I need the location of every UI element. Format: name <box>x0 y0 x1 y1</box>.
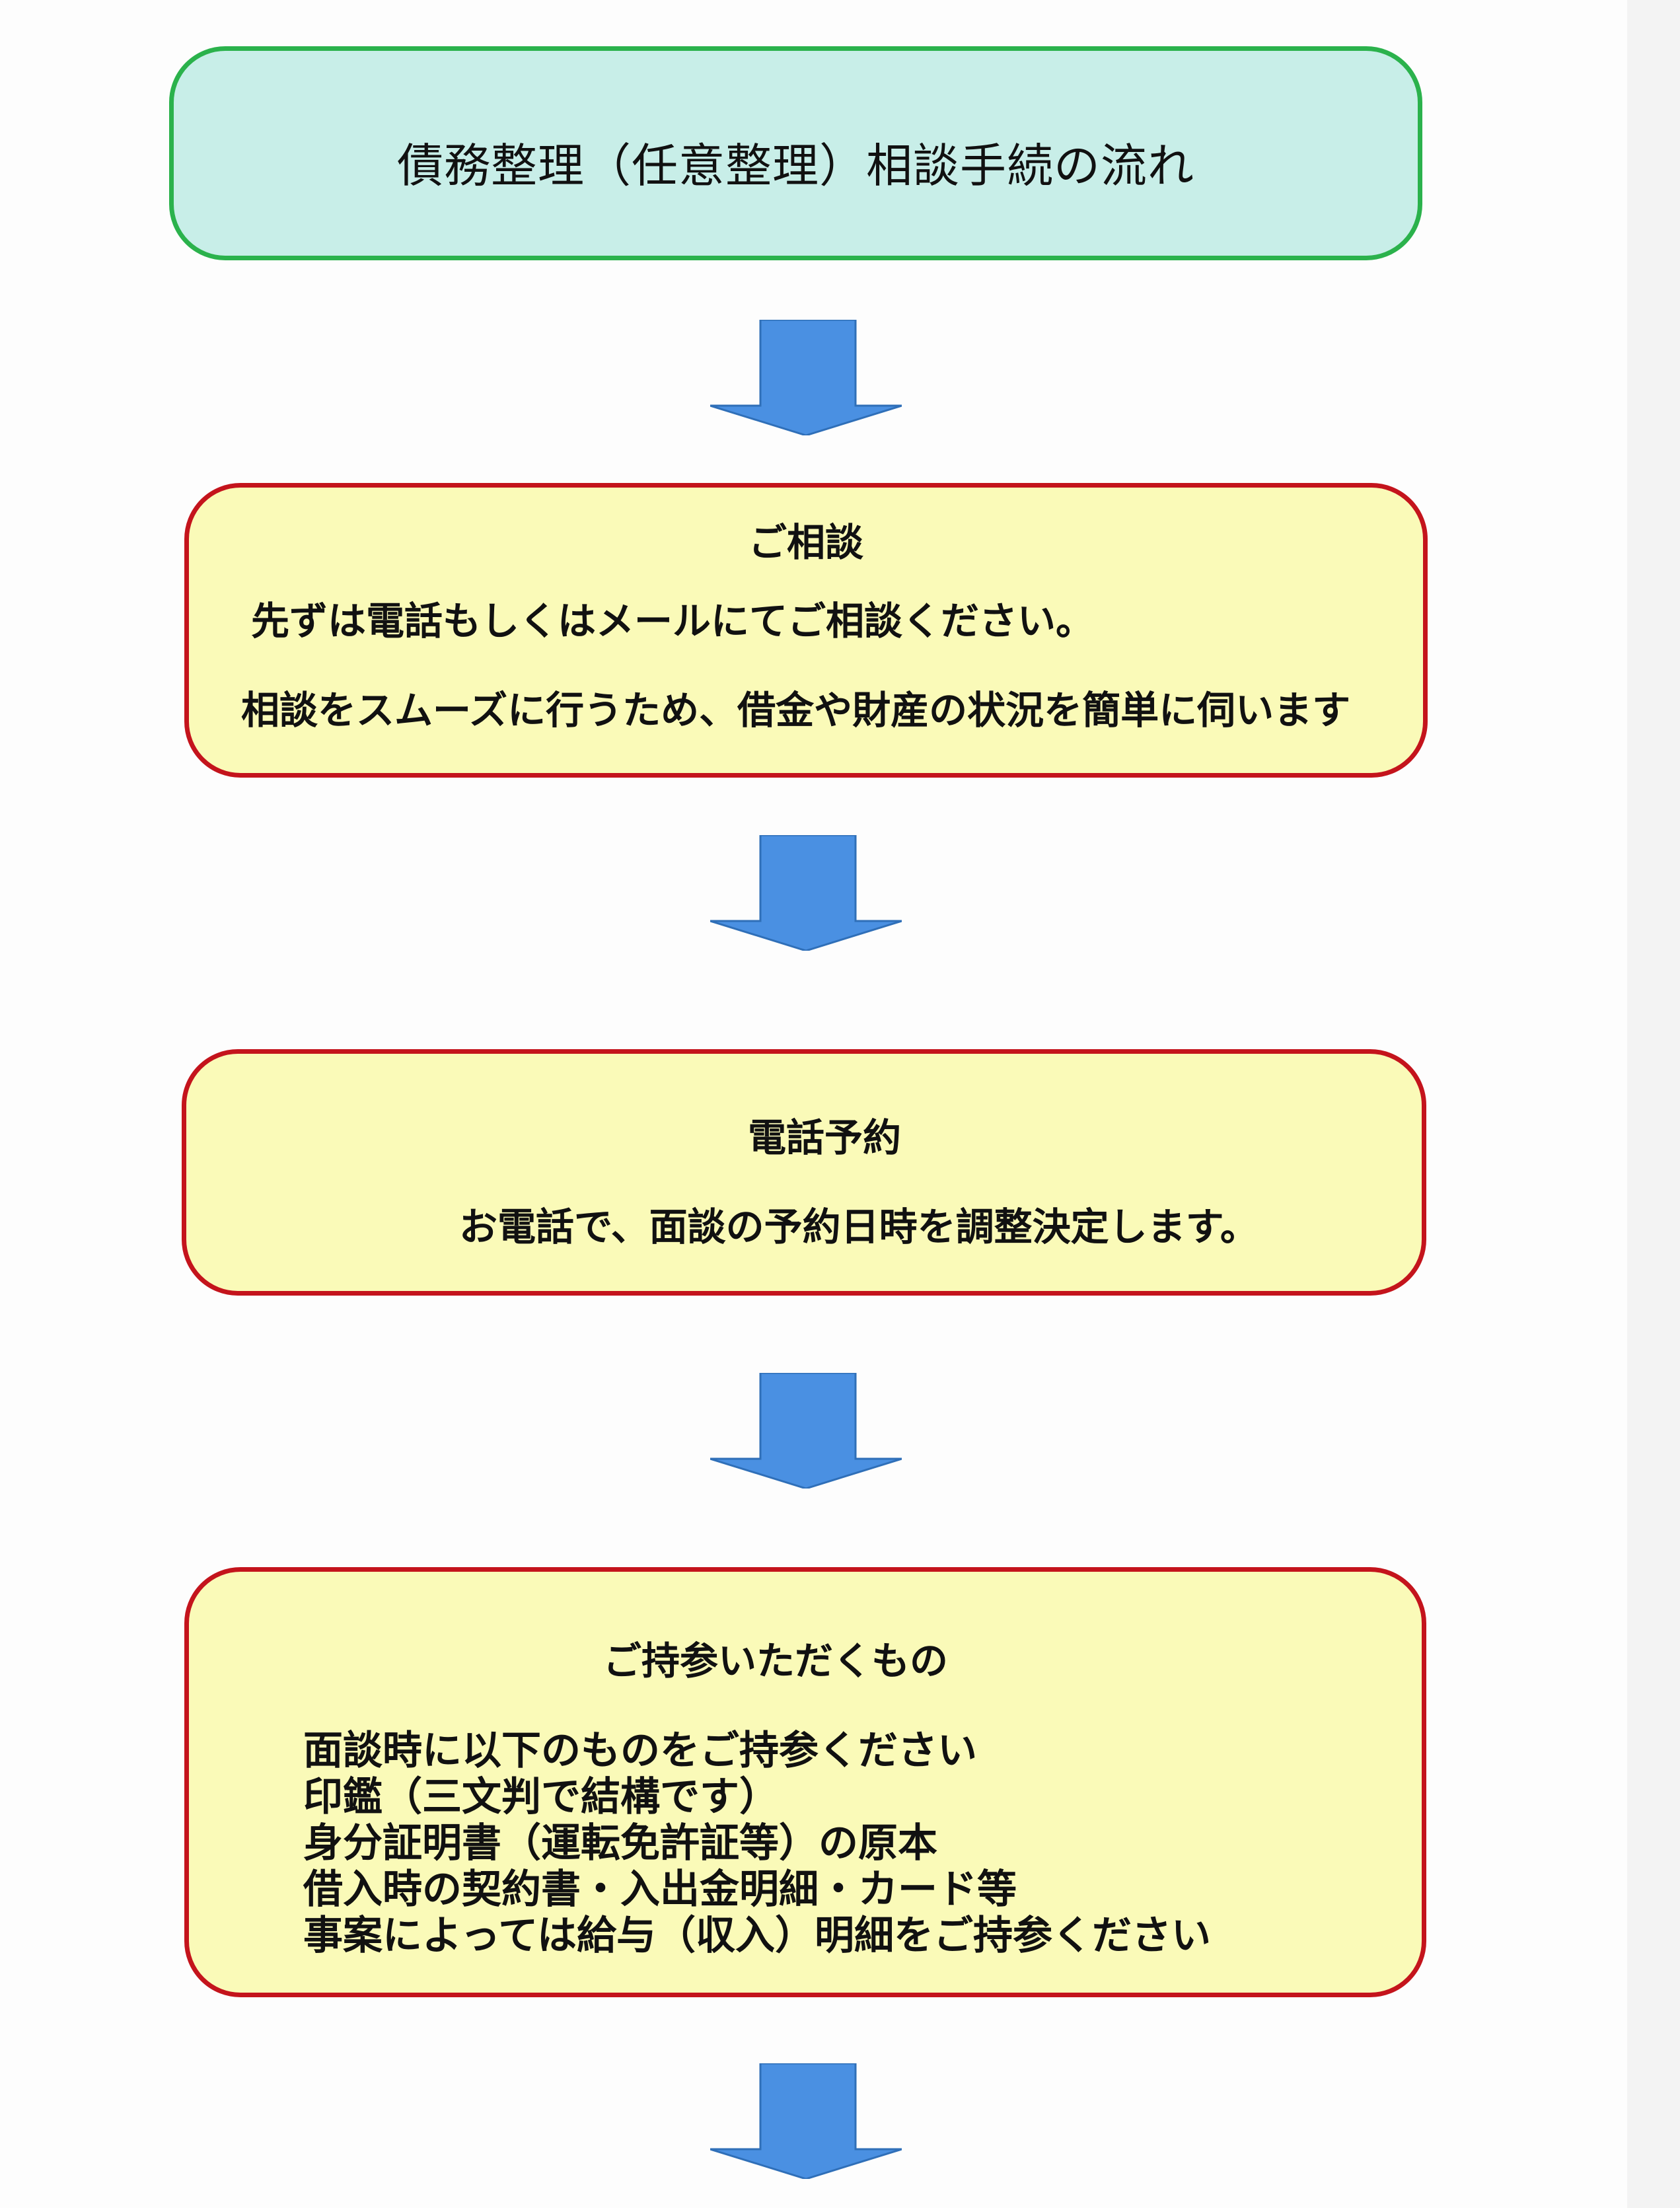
step-line: 借入時の契約書・入出金明細・カード等 <box>303 1866 1017 1913</box>
down-arrow-icon <box>710 835 902 951</box>
step-consultation: ご相談 先ずは電話もしくはメールにてご相談ください。 相談をスムーズに行うため、… <box>184 483 1428 778</box>
step-line: 身分証明書（運転免許証等）の原本 <box>303 1820 937 1866</box>
page-title: 債務整理（任意整理）相談手続の流れ <box>397 139 1194 193</box>
step-line: お電話で、面談の予約日時を調整決定します。 <box>459 1204 1259 1249</box>
step-line: 先ずは電話もしくはメールにてご相談ください。 <box>251 599 1095 644</box>
down-arrow-icon <box>710 1373 902 1489</box>
step-heading: ご相談 <box>748 520 863 565</box>
step-items-to-bring: ご持参いただくもの 面談時に以下のものをご持参ください 印鑑（三文判で結構です）… <box>184 1567 1426 1997</box>
step-line: 面談時に以下のものをご持参ください <box>303 1728 977 1774</box>
title-box: 債務整理（任意整理）相談手続の流れ <box>169 46 1422 260</box>
down-arrow-icon <box>710 2063 902 2179</box>
page-edge <box>1627 0 1680 2208</box>
step-line: 相談をスムーズに行うため、借金や財産の状況を簡単に伺います <box>241 688 1351 733</box>
step-phone-reservation: 電話予約 お電話で、面談の予約日時を調整決定します。 <box>182 1049 1426 1296</box>
down-arrow-icon <box>710 320 902 435</box>
step-line: 事案によっては給与（収入）明細をご持参ください <box>303 1913 1211 1959</box>
step-heading: 電話予約 <box>748 1115 902 1160</box>
step-heading: ご持参いただくもの <box>603 1638 949 1683</box>
step-line: 印鑑（三文判で結構です） <box>303 1774 779 1820</box>
